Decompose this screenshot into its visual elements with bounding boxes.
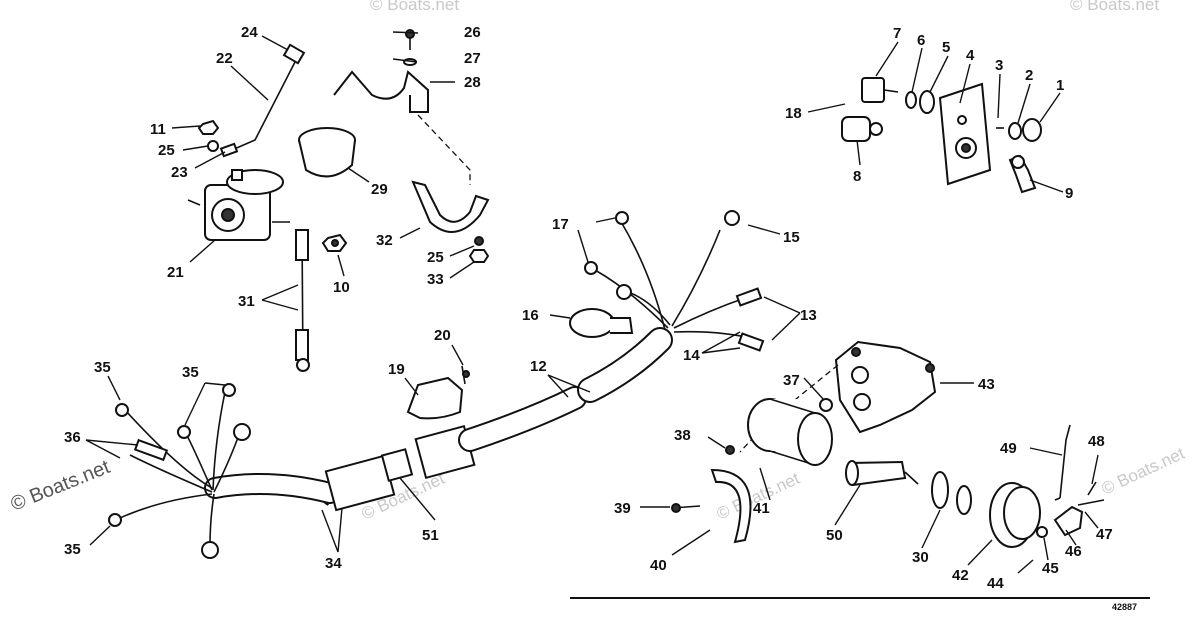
callout-40: 40 — [650, 557, 667, 574]
callout-3: 3 — [995, 57, 1003, 74]
clamp-32-part — [411, 180, 490, 263]
bracket-28-part — [333, 29, 471, 185]
watermark-main: © Boats.net — [8, 456, 114, 516]
callout-23: 23 — [171, 164, 188, 181]
boot-part — [298, 127, 356, 178]
callout-4: 4 — [966, 47, 975, 64]
callout-46: 46 — [1065, 543, 1082, 560]
callout-44: 44 — [987, 575, 1004, 592]
watermark-faint: © Boats.net — [1099, 444, 1188, 499]
wiring-harness — [108, 210, 765, 559]
clamp-19-part — [406, 365, 470, 420]
callout-7: 7 — [893, 25, 901, 42]
callout-31: 31 — [238, 293, 255, 310]
callout-34: 34 — [325, 555, 342, 572]
callout-48: 48 — [1088, 433, 1105, 450]
callout-5: 5 — [942, 39, 950, 56]
callout-47: 47 — [1096, 526, 1113, 543]
callout-43: 43 — [978, 376, 995, 393]
callout-12: 12 — [530, 358, 547, 375]
callout-21: 21 — [167, 264, 184, 281]
callout-30: 30 — [912, 549, 929, 566]
callout-9: 9 — [1065, 185, 1073, 202]
callout-36: 36 — [64, 429, 81, 446]
callout-26: 26 — [464, 24, 481, 41]
callout-25: 25 — [427, 249, 444, 266]
callout-22: 22 — [216, 50, 233, 67]
callout-25: 25 — [158, 142, 175, 159]
callout-labels: 1 2 3 4 5 6 7 8 9 10 11 12 13 14 15 16 1… — [64, 24, 1113, 592]
callout-42: 42 — [952, 567, 969, 584]
battery-cable-part — [295, 229, 310, 372]
callout-35: 35 — [64, 541, 81, 558]
watermark-faint: © Boats.net — [370, 0, 459, 14]
callout-19: 19 — [388, 361, 405, 378]
callout-2: 2 — [1025, 67, 1033, 84]
callout-37: 37 — [783, 372, 800, 389]
callout-11: 11 — [150, 121, 166, 138]
callout-32: 32 — [376, 232, 393, 249]
callout-10: 10 — [333, 279, 350, 296]
callout-8: 8 — [853, 168, 861, 185]
callout-33: 33 — [427, 271, 444, 288]
drawing-number: 42887 — [1112, 602, 1137, 612]
callout-20: 20 — [434, 327, 451, 344]
callout-16: 16 — [522, 307, 539, 324]
watermark-faint: © Boats.net — [1070, 0, 1159, 14]
callout-45: 45 — [1042, 560, 1059, 577]
callout-35: 35 — [182, 364, 199, 381]
callout-6: 6 — [917, 32, 925, 49]
callout-29: 29 — [371, 181, 388, 198]
ground-cable-part — [219, 43, 306, 158]
callout-50: 50 — [826, 527, 843, 544]
callout-14: 14 — [683, 347, 700, 364]
callout-41: 41 — [753, 500, 770, 517]
callout-17: 17 — [552, 216, 569, 233]
nut-10-part — [321, 233, 348, 252]
nut-parts — [197, 119, 220, 152]
callout-51: 51 — [422, 527, 439, 544]
key-switch-assembly — [841, 77, 1042, 194]
callout-27: 27 — [464, 50, 481, 67]
callout-38: 38 — [674, 427, 691, 444]
callout-13: 13 — [800, 307, 817, 324]
callout-15: 15 — [783, 229, 800, 246]
callout-35: 35 — [94, 359, 111, 376]
starter-motor-assembly — [671, 340, 1105, 548]
callout-18: 18 — [785, 105, 802, 122]
callout-24: 24 — [241, 24, 258, 41]
callout-49: 49 — [1000, 440, 1017, 457]
callout-28: 28 — [464, 74, 481, 91]
callout-1: 1 — [1056, 77, 1064, 94]
solenoid-part — [187, 169, 290, 241]
leader-lines — [85, 31, 1099, 574]
callout-39: 39 — [614, 500, 631, 517]
